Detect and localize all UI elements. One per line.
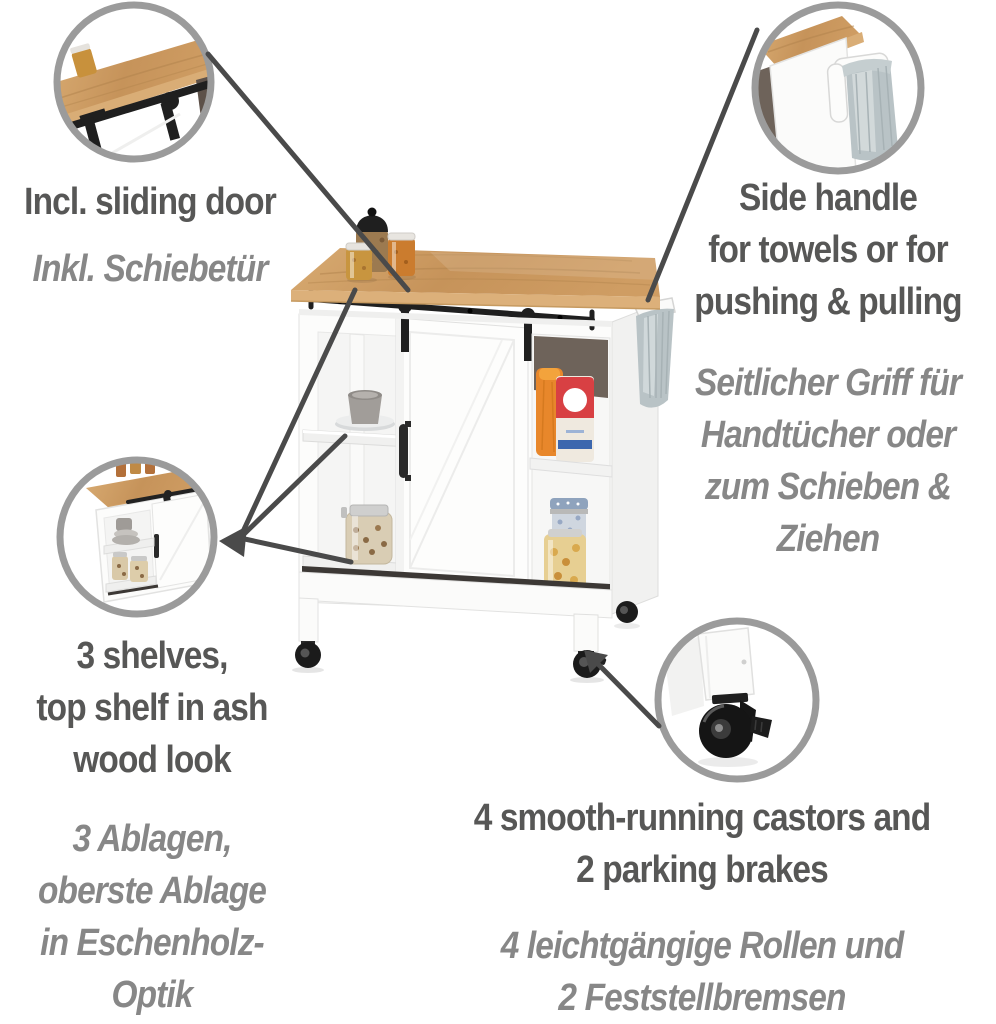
feature-shelves-en-line-2: top shelf in ash [36,687,268,729]
line-sliding-door [205,51,411,293]
castor-wheel-detail [698,692,772,767]
feature-side-handle-de-line-2: Handtücher oder [700,414,956,456]
feature-castors-en-line-2: 2 parking brakes [576,849,829,891]
line-shelf-middle [237,433,348,541]
callout-castor-zoom [654,617,820,783]
feature-side-handle-de-line-1: Seitlicher Griff für [694,362,962,404]
line-shelf-top [237,287,358,541]
feature-sliding-door-de-line: Inkl. Schiebetür [32,248,269,290]
feature-side-handle-en: Side handle for towels or for pushing & … [680,172,976,328]
jar-on-counter [70,43,97,78]
kitchen-cart [290,207,676,683]
right-compartment [529,333,613,613]
sliding-door [395,299,535,591]
feature-side-handle-en-line-3: pushing & pulling [694,281,962,323]
feature-sliding-door-de: Inkl. Schiebetür [14,243,285,295]
feature-shelves-de-line-3: in Eschenholz- [40,922,265,964]
feature-shelves-de: 3 Ablagen, oberste Ablage in Eschenholz-… [15,813,290,1021]
feature-castors-de-line-1: 4 leichtgängige Rollen und [500,925,904,967]
feature-castors-en-line-1: 4 smooth-running castors and [473,797,931,839]
feature-side-handle-de-line-3: zum Schieben & [705,466,952,508]
arrowhead-castor [584,650,608,673]
pasta-jar [544,529,586,592]
feature-castors-en: 4 smooth-running castors and 2 parking b… [443,792,960,896]
cup-and-saucer [335,390,395,431]
arrowhead-shelves [219,526,247,557]
snack-jar [341,504,393,565]
feature-shelves-de-line-1: 3 Ablagen, [72,818,232,860]
feature-side-handle-en-line-1: Side handle [738,177,918,219]
mini-cart [86,460,213,603]
spice-jars-on-top [345,207,416,283]
feature-side-handle-en-line-2: for towels or for [708,229,948,271]
line-castor [596,662,662,729]
feature-sliding-door-en-line: Incl. sliding door [24,181,277,223]
feature-shelves-de-line-4: Optik [111,974,193,1016]
feature-side-handle-de-line-4: Ziehen [776,518,880,560]
feature-shelves-en-line-3: wood look [73,739,231,781]
feature-shelves-de-line-2: oberste Ablage [37,870,267,912]
callout-shelves-zoom [56,456,218,618]
feature-side-handle-de: Seitlicher Griff für Handtücher oder zum… [680,357,976,565]
callout-sliding-door-zoom [53,1,215,163]
feature-castors-de-line-2: 2 Feststellbremsen [558,977,846,1019]
feature-sliding-door-en: Incl. sliding door [14,176,285,228]
door-handle [399,424,408,478]
callout-side-handle-zoom [751,1,925,175]
feature-castors-de: 4 leichtgängige Rollen und 2 Feststellbr… [443,920,960,1024]
towel-rail [632,297,676,408]
line-shelf-bottom [237,535,354,565]
flour-package [556,376,594,462]
line-side-handle [645,27,760,303]
towel-on-handle [842,58,898,161]
feature-shelves-en: 3 shelves, top shelf in ash wood look [15,630,290,786]
castor-wheel-front-left [292,641,324,673]
feature-shelves-en-line-1: 3 shelves, [76,635,228,677]
connector-lines [205,27,760,729]
